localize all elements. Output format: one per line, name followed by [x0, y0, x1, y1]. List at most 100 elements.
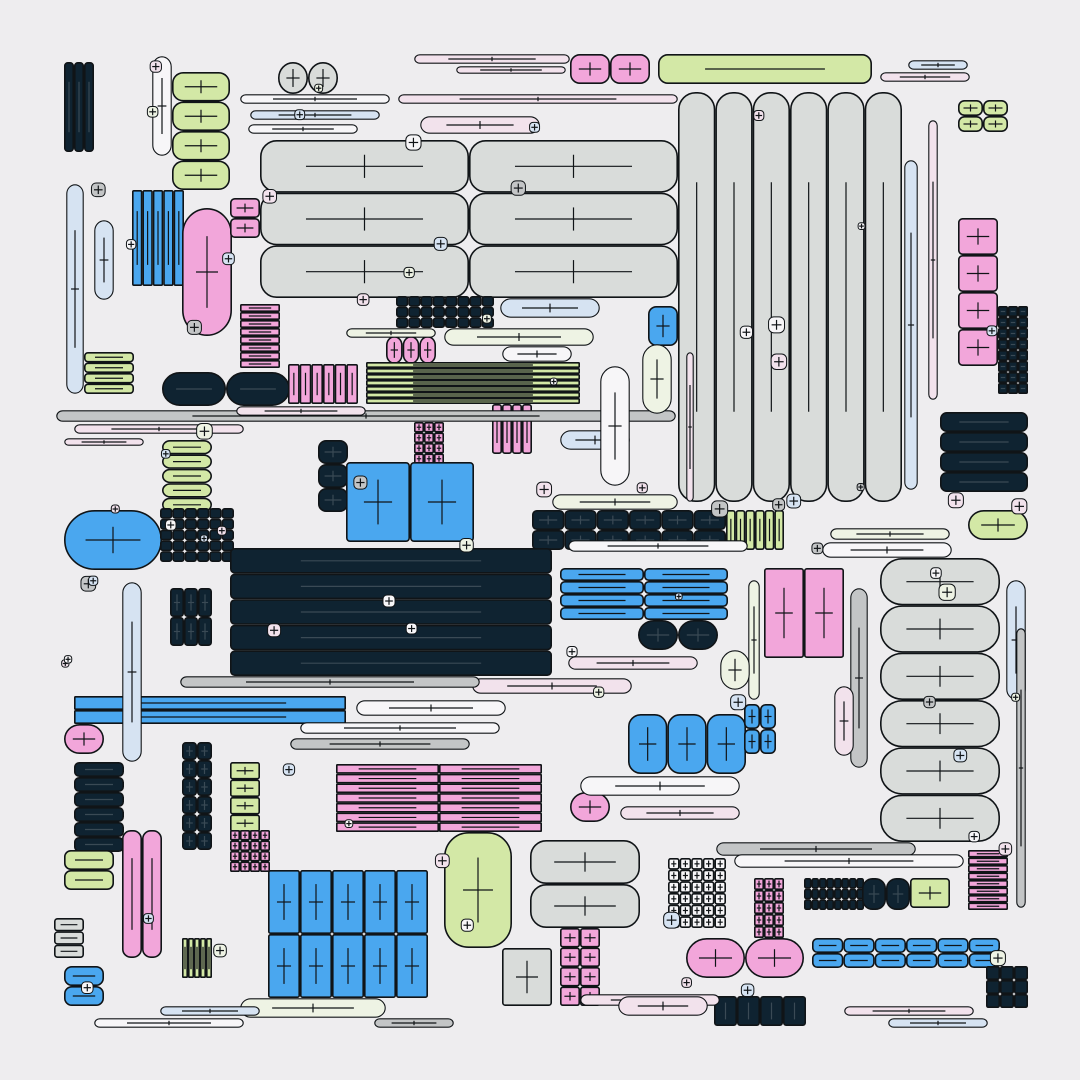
capsule — [160, 540, 173, 552]
capsule-group — [939, 411, 1028, 492]
capsule — [469, 295, 482, 307]
tiny-capsule — [146, 106, 159, 118]
tiny-capsule — [986, 325, 998, 337]
tiny-capsule — [510, 180, 526, 196]
capsule — [818, 888, 827, 900]
capsule — [1013, 993, 1028, 1008]
capsule — [221, 540, 234, 552]
thin-bar — [250, 110, 380, 120]
capsule-group — [803, 877, 864, 911]
thin-bar — [56, 410, 676, 422]
tiny-capsule — [216, 525, 227, 536]
capsule-group — [267, 869, 428, 998]
thin-bar — [904, 160, 918, 490]
capsule-group — [182, 741, 213, 850]
thin-bar — [160, 1006, 260, 1016]
thin-bar — [600, 366, 630, 486]
capsule — [833, 899, 842, 911]
capsule-group — [967, 509, 1028, 540]
capsule — [395, 317, 409, 328]
capsule — [420, 317, 433, 328]
thin-bar — [398, 94, 678, 104]
capsule-group — [230, 198, 261, 239]
thin-bar — [300, 722, 500, 734]
tiny-capsule — [938, 583, 956, 601]
capsule — [469, 306, 482, 318]
tiny-capsule — [164, 519, 177, 531]
tiny-capsule — [186, 319, 202, 335]
thin-bar — [642, 344, 672, 414]
thin-bar — [374, 1018, 454, 1028]
capsule-group — [64, 509, 163, 570]
tiny-capsule — [786, 493, 802, 509]
capsule — [841, 877, 849, 889]
thin-bar — [928, 120, 938, 400]
thin-bar — [94, 1018, 244, 1028]
thin-bar — [888, 1018, 988, 1028]
capsule-group — [443, 831, 512, 948]
capsule — [432, 295, 445, 307]
tiny-capsule — [1011, 692, 1021, 702]
thin-bar — [734, 854, 964, 868]
capsule — [999, 965, 1014, 980]
capsule-group — [317, 439, 348, 512]
capsule-group — [182, 937, 213, 978]
capsule-group — [162, 371, 291, 406]
capsule-group — [182, 208, 233, 337]
tiny-capsule — [200, 534, 209, 543]
capsule — [469, 317, 482, 328]
capsule-group — [365, 361, 580, 404]
tiny-capsule — [770, 353, 788, 370]
capsule — [826, 888, 834, 900]
tiny-capsule — [356, 293, 370, 306]
tiny-capsule — [536, 481, 553, 498]
capsule — [848, 899, 857, 911]
tiny-capsule — [549, 377, 558, 386]
capsule-group — [64, 965, 105, 1006]
capsule-group — [677, 92, 903, 502]
capsule — [197, 540, 210, 552]
tiny-capsule — [81, 981, 94, 994]
tiny-capsule — [459, 538, 474, 553]
thin-bar — [240, 998, 386, 1018]
tiny-capsule — [63, 655, 73, 664]
capsule-group — [529, 839, 640, 928]
tiny-capsule — [110, 504, 120, 514]
capsule — [833, 888, 842, 900]
capsule — [432, 317, 445, 328]
capsule-group — [725, 509, 785, 550]
capsule-group — [909, 877, 950, 908]
tiny-capsule — [382, 594, 396, 608]
capsule — [818, 899, 827, 911]
capsule — [457, 317, 470, 328]
capsule-group — [240, 303, 281, 368]
capsule — [818, 877, 827, 889]
tiny-capsule — [947, 492, 964, 509]
tiny-capsule — [222, 252, 235, 266]
tiny-capsule — [674, 592, 683, 601]
capsule-group — [667, 857, 727, 929]
tiny-capsule — [88, 575, 99, 586]
thin-bar — [248, 124, 358, 134]
thin-bar — [472, 678, 632, 694]
tiny-capsule — [405, 134, 422, 151]
capsule-group — [559, 927, 600, 1006]
tiny-capsule — [1011, 498, 1028, 515]
thin-bar — [94, 220, 114, 300]
tiny-capsule — [353, 475, 368, 490]
capsule — [803, 888, 812, 900]
capsule-group — [64, 849, 115, 890]
capsule — [184, 507, 197, 519]
tiny-capsule — [405, 622, 418, 635]
capsule — [444, 295, 458, 307]
capsule-group — [64, 723, 105, 754]
capsule — [408, 317, 421, 328]
tiny-capsule — [267, 623, 282, 638]
capsule — [184, 518, 197, 530]
tiny-capsule — [739, 325, 754, 339]
capsule — [811, 877, 819, 889]
thin-bar — [830, 528, 950, 540]
tiny-capsule — [998, 842, 1013, 856]
capsule-group — [569, 791, 610, 822]
